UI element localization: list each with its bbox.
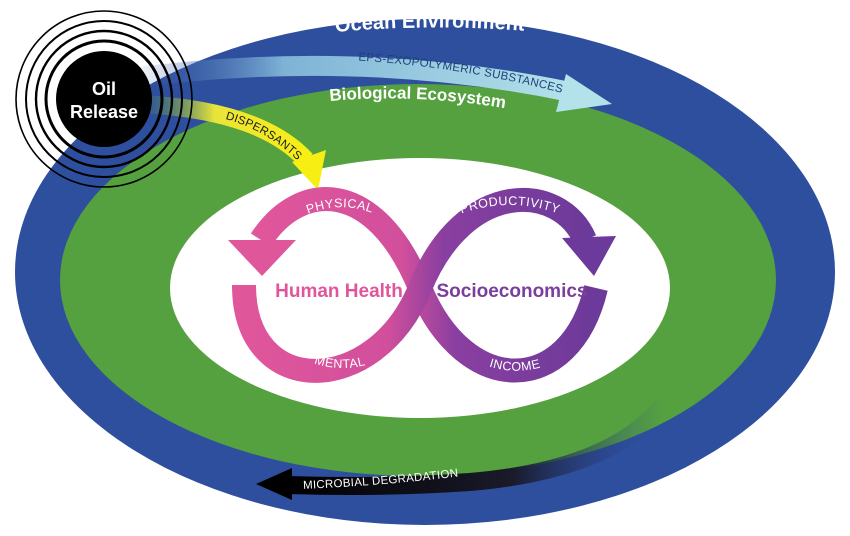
- eps-arrow: [128, 55, 612, 112]
- dispersants-arrow: [139, 95, 326, 190]
- microbial-degradation-arrow: [256, 400, 669, 500]
- loop-lower-band: [232, 188, 597, 383]
- health-socio-infinity-loop: [228, 187, 616, 383]
- income-label: INCOME: [488, 356, 542, 374]
- human-health-label: Human Health: [275, 281, 403, 302]
- oil-release-line1: Oil: [92, 79, 116, 99]
- oil-release-line2: Release: [70, 102, 138, 122]
- socio-arrowhead: [562, 236, 616, 276]
- socioeconomics-label: Socioeconomics: [437, 281, 588, 302]
- oil-release-source: Oil Release: [15, 10, 193, 188]
- physical-label: PHYSICAL: [304, 196, 375, 216]
- mental-label: MENTAL: [313, 353, 366, 371]
- oil-release-core: [56, 51, 152, 147]
- health-arrowhead: [228, 240, 296, 276]
